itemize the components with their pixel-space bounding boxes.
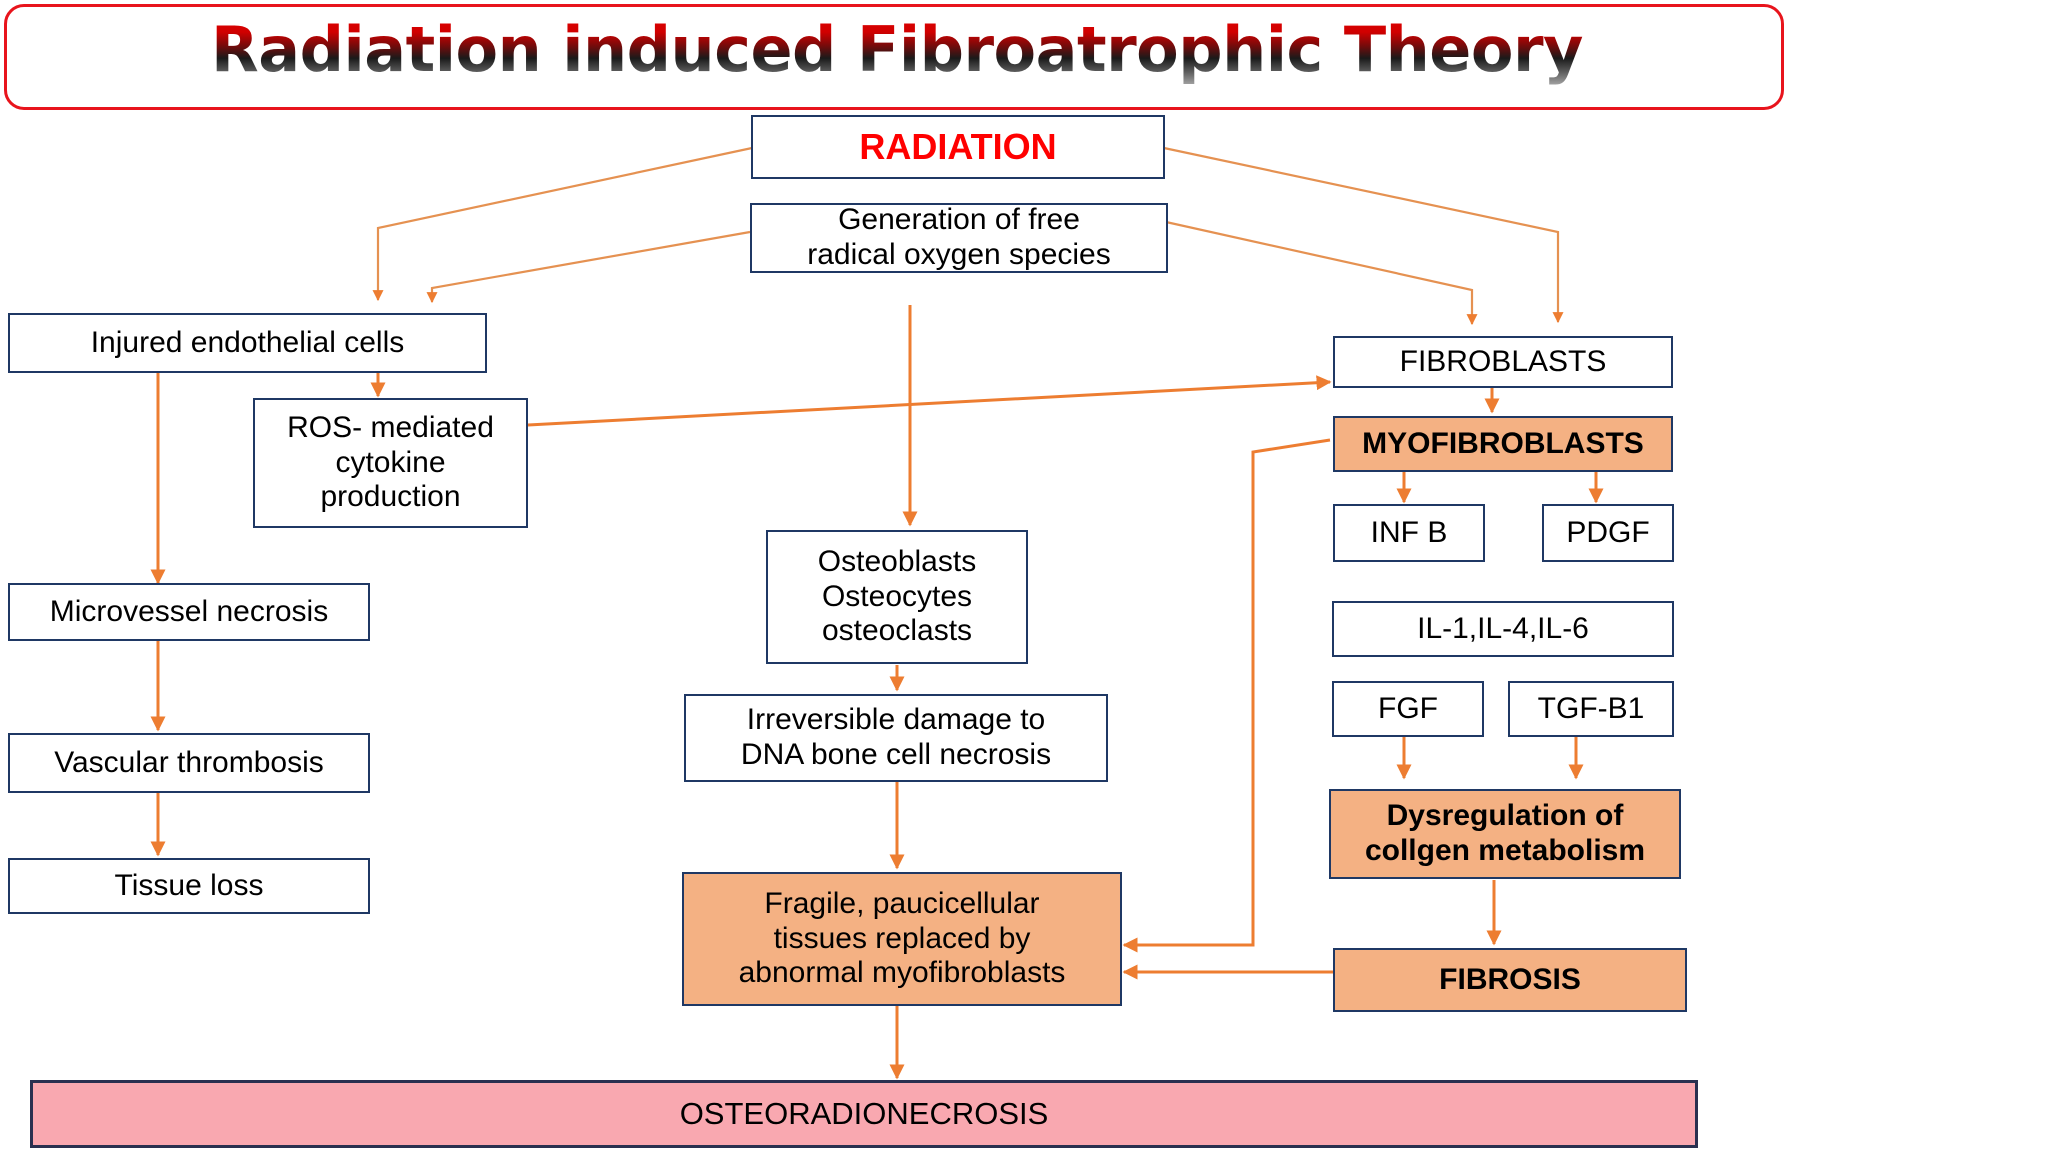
node-ros-line2: cytokine: [335, 445, 446, 479]
node-interleukins[interactable]: IL-1,IL-4,IL-6: [1332, 601, 1674, 657]
node-fragile-line2: tissues replaced by: [773, 921, 1031, 955]
node-interleukins-label: IL-1,IL-4,IL-6: [1417, 611, 1589, 645]
wire-ros-to-fibroblasts: [527, 375, 1332, 427]
node-vascular-thrombosis[interactable]: Vascular thrombosis: [8, 733, 370, 793]
node-ros-line3: production: [320, 480, 461, 514]
node-fragile-line1: Fragile, paucicellular: [764, 886, 1040, 920]
node-injured-endothelial[interactable]: Injured endothelial cells: [8, 313, 487, 373]
node-microvessel-label: Microvessel necrosis: [49, 594, 329, 628]
node-free-radicals-line2: radical oxygen species: [807, 238, 1111, 271]
wire-myofibroblasts-to-fragile: [1122, 438, 1331, 953]
wire-freerad-to-endothelial: [426, 230, 751, 304]
node-radiation[interactable]: RADIATION: [751, 115, 1165, 179]
node-osteoblasts-group[interactable]: Osteoblasts Osteocytes osteoclasts: [766, 530, 1028, 664]
node-osteoradionecrosis[interactable]: OSTEORADIONECROSIS: [30, 1080, 1698, 1148]
node-radiation-label: RADIATION: [859, 126, 1057, 168]
node-microvessel-necrosis[interactable]: Microvessel necrosis: [8, 583, 370, 641]
node-injured-endothelial-label: Injured endothelial cells: [90, 325, 405, 359]
node-ros-line1: ROS- mediated: [287, 410, 494, 444]
node-free-radicals[interactable]: Generation of free radical oxygen specie…: [750, 203, 1168, 273]
node-fragile-tissues[interactable]: Fragile, paucicellular tissues replaced …: [682, 872, 1122, 1006]
wire-freerad-to-fibroblasts: [1165, 220, 1478, 326]
node-tgf-b1[interactable]: TGF-B1: [1508, 681, 1674, 737]
node-tissue-loss-label: Tissue loss: [114, 868, 264, 902]
node-dysregulation-line1: Dysregulation of: [1386, 799, 1624, 833]
node-fgf-label: FGF: [1378, 691, 1438, 725]
node-irreversible-line1: Irreversible damage to: [746, 703, 1046, 737]
node-myofibroblasts[interactable]: MYOFIBROBLASTS: [1333, 416, 1673, 472]
node-myofibroblasts-label: MYOFIBROBLASTS: [1362, 426, 1644, 460]
node-fibroblasts-label: FIBROBLASTS: [1399, 344, 1607, 378]
node-osteoblasts-line2: Osteocytes: [821, 579, 973, 613]
node-fgf[interactable]: FGF: [1332, 681, 1484, 737]
wire-radiation-to-fibroblasts: [1163, 146, 1564, 324]
node-fibrosis-label: FIBROSIS: [1439, 962, 1581, 996]
node-osteoradionecrosis-label: OSTEORADIONECROSIS: [679, 1096, 1049, 1132]
title-banner: Radiation induced Fibroatrophic Theory: [4, 4, 1784, 110]
node-osteoblasts-line1: Osteoblasts: [817, 544, 977, 578]
node-osteoblasts-line3: osteoclasts: [821, 614, 973, 648]
node-vascular-label: Vascular thrombosis: [54, 745, 324, 779]
node-free-radicals-line1: Generation of free: [838, 203, 1080, 237]
node-irreversible-line2: DNA bone cell necrosis: [740, 738, 1052, 771]
page-title: Radiation induced Fibroatrophic Theory: [7, 13, 1787, 86]
node-inf-b[interactable]: INF B: [1333, 504, 1485, 562]
node-fibroblasts[interactable]: FIBROBLASTS: [1333, 336, 1673, 388]
wire-radiation-to-endothelial: [372, 146, 753, 302]
node-irreversible-damage[interactable]: Irreversible damage to DNA bone cell nec…: [684, 694, 1108, 782]
node-pdgf[interactable]: PDGF: [1542, 504, 1674, 562]
node-tgf-b1-label: TGF-B1: [1537, 691, 1645, 725]
node-tissue-loss[interactable]: Tissue loss: [8, 858, 370, 914]
node-fibrosis[interactable]: FIBROSIS: [1333, 948, 1687, 1012]
node-dysregulation[interactable]: Dysregulation of collgen metabolism: [1329, 789, 1681, 879]
node-fragile-line3: abnormal myofibroblasts: [738, 956, 1066, 990]
node-ros-mediated-cytokine[interactable]: ROS- mediated cytokine production: [253, 398, 528, 528]
node-inf-b-label: INF B: [1370, 515, 1448, 549]
node-pdgf-label: PDGF: [1566, 515, 1650, 549]
node-dysregulation-line2: collgen metabolism: [1364, 834, 1646, 867]
